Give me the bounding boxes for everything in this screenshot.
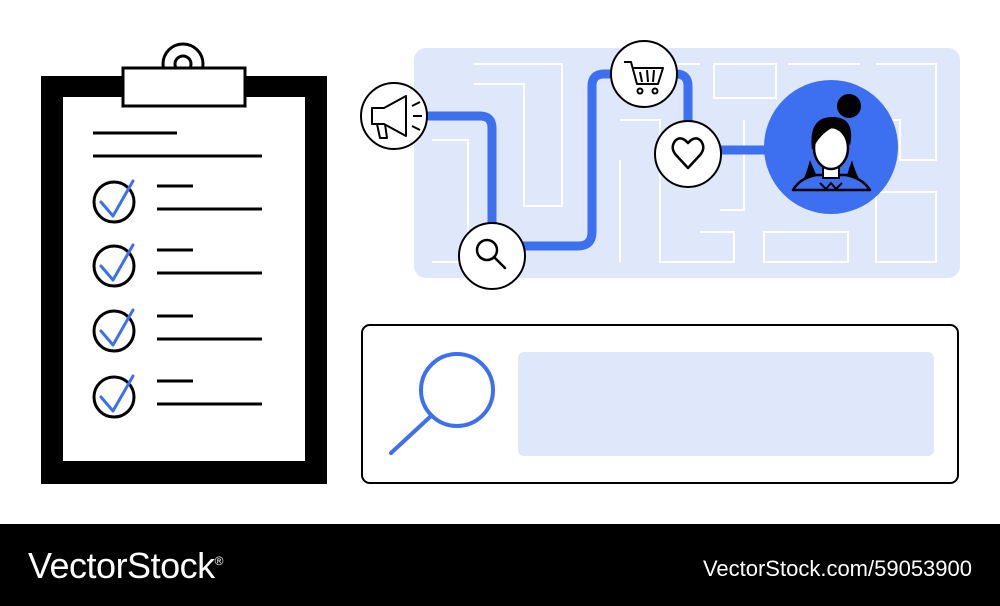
shopping-cart-icon (624, 61, 664, 95)
journey-step-shopping[interactable] (610, 40, 678, 108)
heart-icon (671, 137, 705, 170)
brand-logo: VectorStock® (28, 545, 223, 587)
journey-path (424, 69, 773, 251)
customer-avatar-icon (791, 94, 872, 192)
magnifier-icon[interactable] (389, 352, 495, 455)
checkmark-icon (99, 374, 135, 413)
illustration (41, 40, 960, 484)
journey-step-customer[interactable] (764, 80, 898, 214)
checklist-item[interactable] (92, 179, 262, 224)
journey-step-favorite[interactable] (654, 120, 722, 188)
clipboard-clip (121, 66, 247, 108)
checklist-item[interactable] (92, 243, 262, 288)
search-input-field[interactable] (518, 352, 934, 456)
journey-step-megaphone[interactable] (360, 82, 428, 150)
footer-bar (0, 524, 1000, 606)
checkbox[interactable] (92, 180, 136, 224)
search-icon (475, 238, 507, 270)
checkbox[interactable] (92, 309, 136, 353)
megaphone-icon (371, 95, 422, 139)
checkmark-icon (99, 308, 135, 347)
maze-pattern (432, 63, 937, 263)
checkbox[interactable] (92, 375, 136, 419)
image-id: VectorStock.com/59053900 (702, 556, 972, 581)
journey-step-search[interactable] (458, 222, 526, 290)
brand-name: VectorStock (28, 545, 215, 586)
checkmark-icon (99, 243, 135, 282)
registered-mark: ® (214, 554, 224, 568)
search-box[interactable] (361, 324, 959, 484)
checklist-item[interactable] (92, 308, 262, 353)
checkbox[interactable] (92, 244, 136, 288)
journey-map (360, 40, 960, 290)
checklist-item[interactable] (92, 374, 262, 419)
clipboard (41, 42, 327, 484)
checkmark-icon (99, 179, 135, 218)
